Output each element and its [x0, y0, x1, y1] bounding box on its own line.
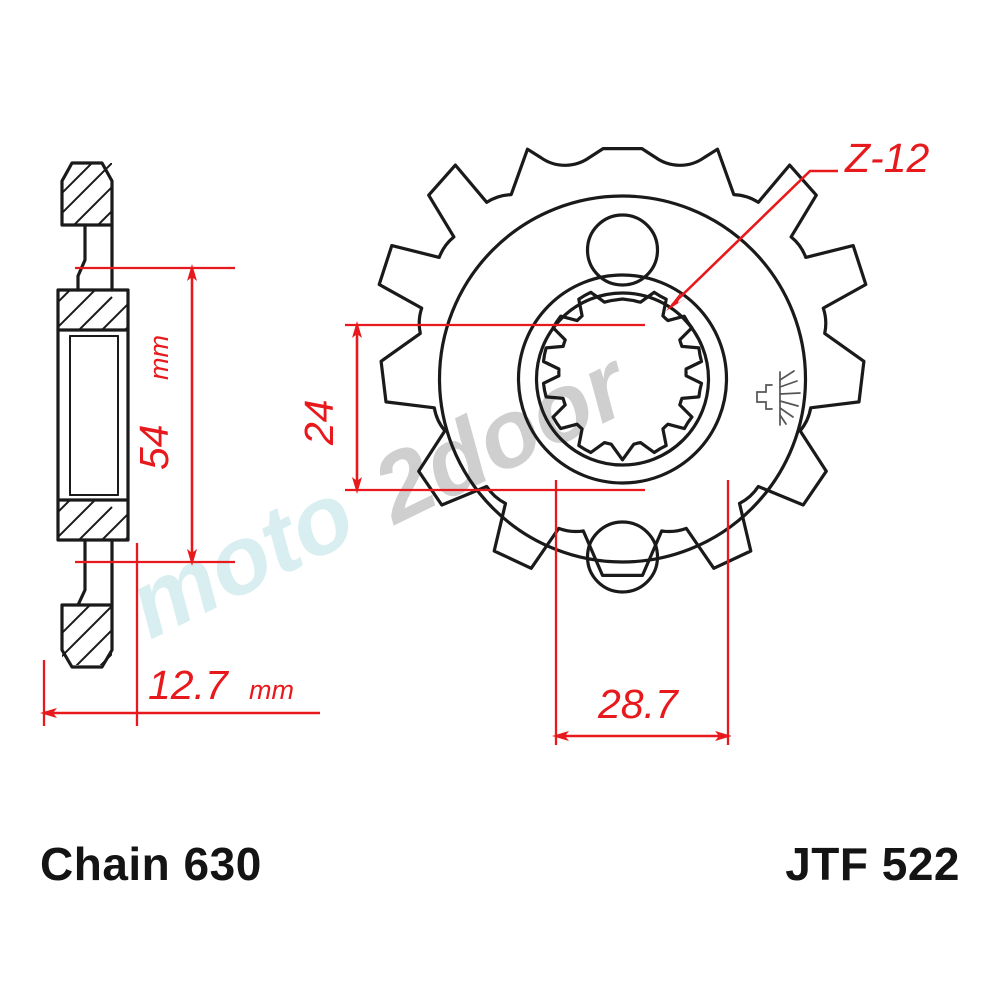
surface-detail-symbol [756, 370, 801, 426]
arrow-287-right [715, 731, 732, 741]
dimension-label-287: 28.7 [597, 681, 680, 727]
callout-label-z12: Z-12 [844, 135, 930, 181]
dimension-28-7: 28.7 [552, 480, 732, 745]
callout-z12: Z-12 [666, 135, 930, 311]
leader-line-z12 [671, 169, 838, 306]
chain-label: Chain 630 [40, 838, 262, 890]
arrow-24-up [352, 321, 362, 338]
dimension-12-7mm: 12.7 mm [40, 543, 320, 726]
dimension-unit-127: mm [249, 675, 294, 705]
watermark-text-primary: moto [112, 460, 370, 659]
front-sprocket-view [377, 147, 868, 594]
dimension-24: 24 [296, 321, 645, 494]
arrow-127-left [40, 708, 57, 718]
sprocket-outer-teeth [377, 147, 868, 577]
arrow-z12 [666, 292, 688, 311]
spline-bore-circle [534, 291, 711, 467]
side-view-bottom-tooth [60, 538, 114, 669]
section-hatch-lower-flange [58, 500, 128, 540]
section-hatch-bottom [62, 605, 112, 665]
part-number-label: JTF 522 [785, 838, 960, 890]
dimension-54mm: 54 mm [75, 264, 235, 566]
side-view-hub-body [56, 328, 130, 502]
title-block: Chain 630 JTF 522 [40, 838, 960, 890]
bolt-hole-bottom [585, 520, 660, 594]
dimension-label-127: 12.7 [148, 662, 230, 708]
dimension-label-54: 54 [131, 424, 177, 470]
dimension-label-24: 24 [296, 399, 342, 446]
arrow-54-down [187, 549, 197, 566]
arrow-287-left [552, 731, 569, 741]
sprocket-hub-circle [437, 194, 808, 564]
section-hatch-top [62, 163, 112, 225]
dimension-unit-54: mm [144, 335, 174, 380]
arrow-24-down [352, 477, 362, 494]
side-view-top-tooth [60, 161, 114, 292]
bolt-hole-top [585, 213, 660, 287]
sprocket-boss-circle [516, 273, 729, 485]
spline-bore-12-teeth [541, 290, 704, 462]
arrow-54-up [187, 264, 197, 281]
section-hatch-upper-flange [58, 290, 128, 330]
side-view-lower-flange [56, 498, 130, 542]
side-cross-section-view [56, 161, 130, 669]
